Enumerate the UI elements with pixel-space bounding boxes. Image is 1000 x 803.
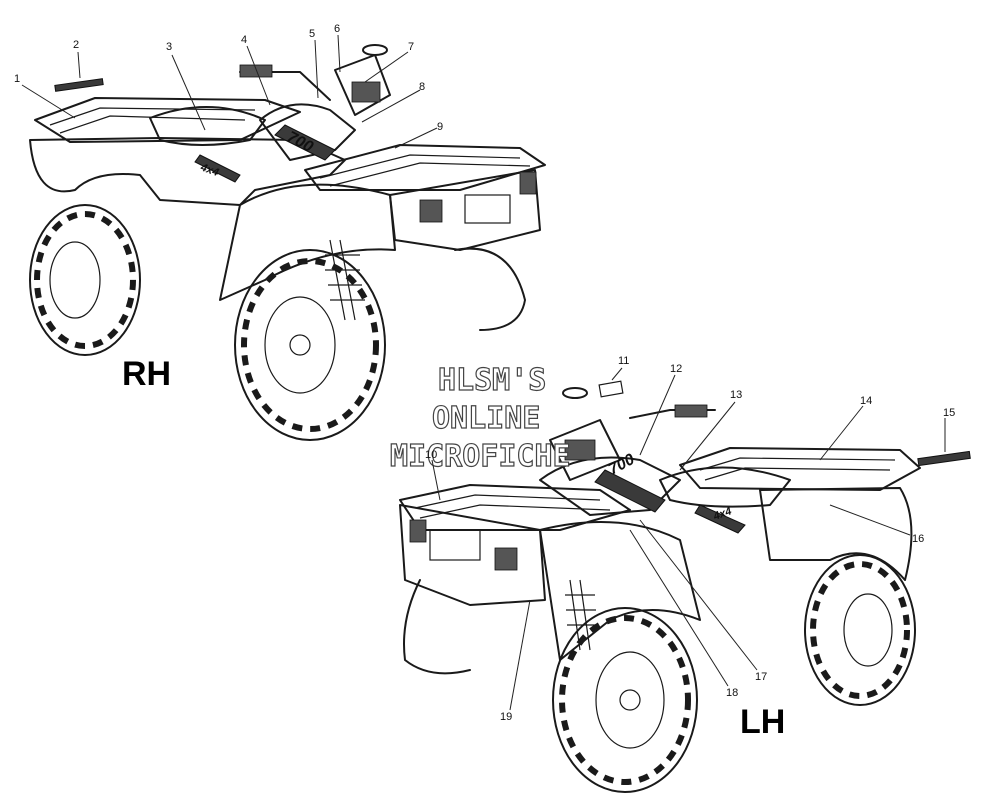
callout-leader-17 [639, 519, 758, 671]
callout-leader-6 [337, 34, 341, 73]
callout-leader-9 [394, 127, 438, 149]
callout-3: 3 [166, 41, 172, 53]
callout-2: 2 [73, 39, 79, 51]
callout-1: 1 [14, 73, 20, 85]
lh-seat [659, 466, 791, 508]
lh-rear-fender [759, 487, 913, 581]
lh-grip [674, 404, 708, 418]
lh-front-hub [619, 689, 641, 711]
lh-loose-decal-11 [598, 380, 624, 398]
callout-leader-7 [364, 51, 409, 83]
lh-loose-decal-15 [917, 450, 971, 467]
atv-right-side-view: 700 4x4 [29, 44, 546, 441]
callout-leader-11 [611, 367, 623, 381]
callout-leader-1 [21, 84, 76, 119]
lh-front-rack [399, 484, 631, 531]
watermark-line-1: HLSM'S [438, 363, 546, 398]
callout-leader-13 [679, 401, 736, 471]
rh-front-rim [264, 296, 336, 394]
lh-side-decal [694, 504, 746, 534]
callout-leader-4 [246, 45, 271, 106]
callout-leader-12 [639, 374, 676, 456]
callout-13: 13 [730, 389, 742, 401]
rh-grip [239, 64, 273, 78]
lh-model-badge: 700 [606, 451, 638, 479]
rh-front-hub [289, 334, 311, 356]
lh-rear-rim [843, 593, 893, 667]
rh-fuel-tank [259, 103, 356, 161]
lh-headlight-pod [549, 419, 621, 481]
callout-15: 15 [943, 407, 955, 419]
lh-pod-decal [564, 439, 596, 461]
lh-shock [565, 579, 597, 651]
lh-fuel-tank [539, 456, 681, 516]
callout-17: 17 [755, 671, 767, 683]
rh-rear-tire [29, 204, 141, 356]
rh-side-decal [194, 154, 241, 183]
rh-far-tire [454, 247, 526, 331]
watermark-line-3: MICROFICHE [390, 439, 571, 474]
callout-10: 10 [425, 449, 437, 461]
rh-headlight-right [519, 171, 537, 195]
callout-5: 5 [309, 28, 315, 40]
callout-9: 9 [437, 121, 443, 133]
rh-seat [149, 106, 266, 146]
callout-leader-5 [314, 39, 319, 99]
callout-leader-14 [819, 405, 864, 461]
callout-11: 11 [618, 355, 629, 367]
callout-leader-10 [431, 459, 441, 501]
rh-rear-fender [29, 137, 346, 206]
rh-pod-decal [351, 81, 381, 103]
lh-far-tire [403, 579, 471, 675]
rh-rear-rack [34, 97, 301, 143]
rh-front-fender [219, 183, 396, 301]
lh-mirror [562, 387, 588, 399]
rh-rear-rim [49, 241, 101, 319]
rh-grille [464, 194, 511, 224]
callout-19: 19 [500, 711, 512, 723]
callout-leader-19 [509, 599, 531, 711]
callout-6: 6 [334, 23, 340, 35]
atv-left-side-view: 700 4x4 [399, 380, 971, 793]
lh-rear-rack [679, 447, 921, 491]
rh-label: RH [122, 355, 171, 393]
rh-mirror [362, 44, 388, 56]
callout-4: 4 [241, 34, 247, 46]
callout-12: 12 [670, 363, 682, 375]
callout-18: 18 [726, 687, 738, 699]
lh-tank-decal [594, 469, 666, 513]
lh-front-fender [539, 521, 701, 661]
rh-front-tire [234, 249, 386, 441]
rh-headlight-pod [334, 54, 391, 116]
callouts: 1 2 3 4 5 6 7 8 9 10 11 12 13 14 15 16 1… [14, 23, 955, 723]
watermark-line-2: ONLINE [432, 401, 540, 436]
callout-leader-18 [629, 529, 729, 687]
callout-leader-16 [829, 504, 911, 536]
callout-14: 14 [860, 395, 872, 407]
callout-8: 8 [419, 81, 425, 93]
rh-headlight-left [419, 199, 443, 223]
callout-7: 7 [408, 41, 414, 53]
lh-front-bumper [399, 504, 546, 606]
callout-leader-2 [77, 51, 81, 79]
lh-headlight-right [494, 547, 518, 571]
lh-rear-tire [804, 554, 916, 706]
lh-front-tire [552, 607, 698, 793]
rh-front-rack [304, 144, 546, 191]
lh-headlight-left [409, 519, 427, 543]
lh-grille [429, 529, 481, 561]
rh-loose-decal-2 [54, 78, 104, 92]
lh-front-rim [595, 651, 665, 749]
callout-16: 16 [912, 533, 924, 545]
rh-tank-decal [274, 124, 336, 161]
watermark: HLSM'S ONLINE MICROFICHE [389, 362, 571, 474]
lh-label: LH [740, 703, 785, 741]
callout-leader-8 [361, 89, 421, 123]
callout-leader-3 [171, 54, 206, 131]
